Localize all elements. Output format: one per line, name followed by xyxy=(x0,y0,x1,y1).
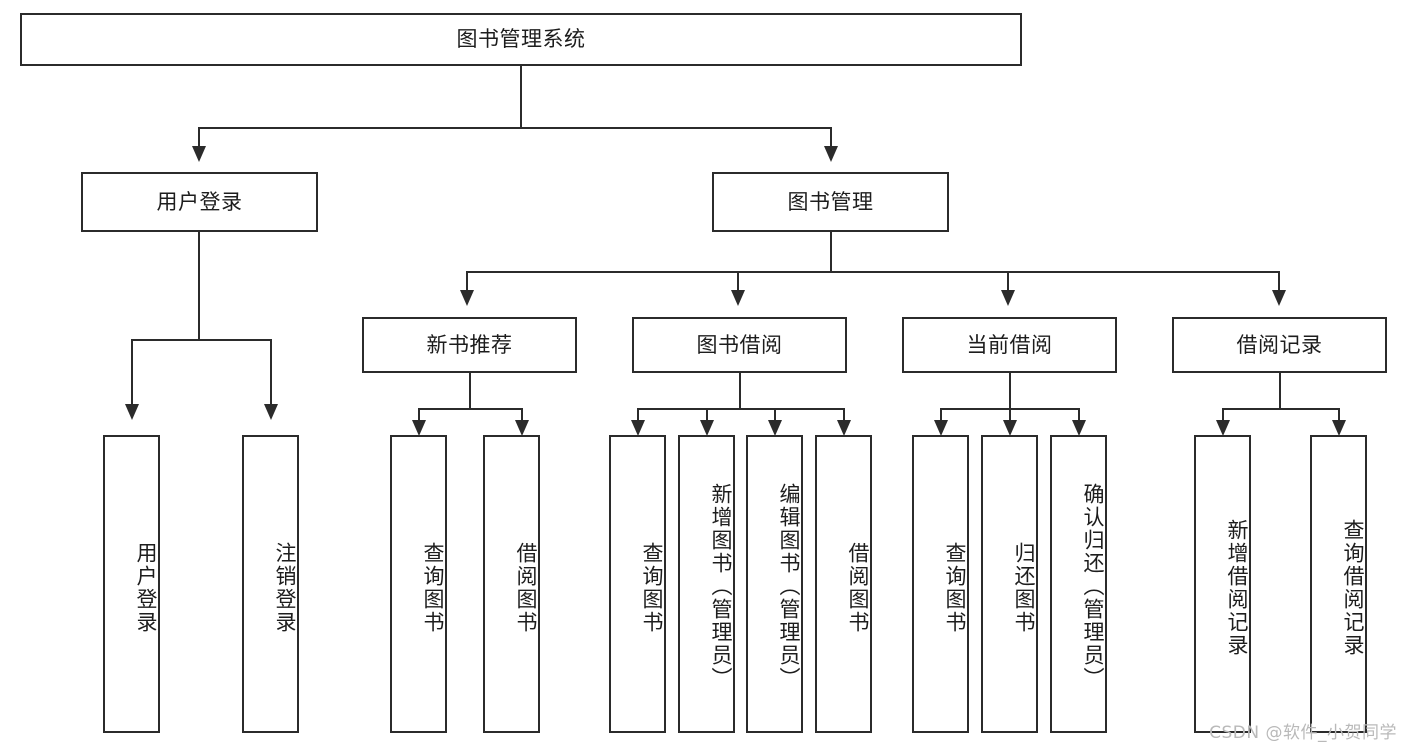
leaf-book-borrow-borrow-book[interactable]: 借阅图书 xyxy=(815,435,872,733)
connector-borrow-record-to-leaf-1 xyxy=(1338,408,1340,422)
node-label: 借阅图书 xyxy=(846,542,870,634)
leaf-book-borrow-query-book[interactable]: 查询图书 xyxy=(609,435,666,733)
node-label: 查询图书 xyxy=(421,542,445,634)
leaf-book-borrow-edit-book-admin[interactable]: 编辑图书（管理员） xyxy=(746,435,803,733)
node-label: 图书管理系统 xyxy=(456,27,586,52)
arrowhead-to-current-borrow xyxy=(1001,290,1015,306)
connector-root-stem xyxy=(520,66,522,128)
connector-to-borrow-record xyxy=(1278,271,1280,293)
node-label: 图书借阅 xyxy=(696,332,783,357)
connector-new-book-to-leaf-1 xyxy=(521,408,523,422)
node-label: 借阅图书 xyxy=(514,542,538,634)
connector-current-borrow-to-leaf-2 xyxy=(1078,408,1080,422)
arrowhead-root-to-user-login xyxy=(192,146,206,162)
leaf-user-login-logout[interactable]: 注销登录 xyxy=(242,435,299,733)
connector-root-to-book-management xyxy=(830,127,832,149)
node-label: 确认归还（管理员） xyxy=(1081,482,1105,690)
arrowhead-book-borrow-to-leaf-0 xyxy=(631,420,645,436)
connector-to-new-book xyxy=(466,271,468,293)
node-label: 查询图书 xyxy=(943,542,967,634)
arrowhead-to-borrow-record xyxy=(1272,290,1286,306)
connector-borrow-record-bus xyxy=(1222,408,1338,410)
node-label: 查询图书 xyxy=(640,542,664,634)
node-label: 查询借阅记录 xyxy=(1341,519,1365,657)
leaf-current-borrow-confirm-return-admin[interactable]: 确认归还（管理员） xyxy=(1050,435,1107,733)
arrowhead-book-borrow-to-leaf-1 xyxy=(700,420,714,436)
node-label: 新书推荐 xyxy=(426,332,513,357)
node-label: 当前借阅 xyxy=(966,332,1053,357)
connector-to-current-borrow xyxy=(1007,271,1009,293)
leaf-user-login-login[interactable]: 用户登录 xyxy=(103,435,160,733)
connector-level3-bus xyxy=(466,271,1280,273)
leaf-borrow-record-add-record[interactable]: 新增借阅记录 xyxy=(1194,435,1251,733)
connector-user-login-bus xyxy=(131,339,270,341)
connector-book-borrow-to-leaf-2 xyxy=(774,408,776,422)
arrowhead-to-new-book xyxy=(460,290,474,306)
arrowhead-book-borrow-to-leaf-2 xyxy=(768,420,782,436)
connector-book-borrow-bus xyxy=(637,408,843,410)
connector-user-login-to-leaf-1 xyxy=(270,339,272,406)
connector-book-borrow-to-leaf-0 xyxy=(637,408,639,422)
watermark-text: CSDN @软件_小贺同学 xyxy=(1209,723,1397,743)
leaf-current-borrow-return-book[interactable]: 归还图书 xyxy=(981,435,1038,733)
arrowhead-new-book-to-leaf-1 xyxy=(515,420,529,436)
connector-new-book-stem xyxy=(469,373,471,409)
node-label: 用户登录 xyxy=(134,542,158,634)
arrowhead-user-login-to-leaf-1 xyxy=(264,404,278,420)
connector-root-bus xyxy=(198,127,832,129)
leaf-borrow-record-query-record[interactable]: 查询借阅记录 xyxy=(1310,435,1367,733)
connector-book-borrow-stem xyxy=(739,373,741,409)
node-root-book-management-system[interactable]: 图书管理系统 xyxy=(20,13,1022,66)
connector-root-to-user-login xyxy=(198,127,200,149)
connector-book-borrow-to-leaf-3 xyxy=(843,408,845,422)
connector-borrow-record-stem xyxy=(1279,373,1281,409)
connector-user-login-stem xyxy=(198,232,200,340)
node-new-book-recommend[interactable]: 新书推荐 xyxy=(362,317,577,373)
connector-new-book-bus xyxy=(418,408,521,410)
arrowhead-to-book-borrow xyxy=(731,290,745,306)
arrowhead-new-book-to-leaf-0 xyxy=(412,420,426,436)
leaf-current-borrow-query-book[interactable]: 查询图书 xyxy=(912,435,969,733)
node-borrow-record[interactable]: 借阅记录 xyxy=(1172,317,1387,373)
node-label: 新增借阅记录 xyxy=(1225,519,1249,657)
node-label: 借阅记录 xyxy=(1236,332,1323,357)
arrowhead-book-borrow-to-leaf-3 xyxy=(837,420,851,436)
connector-current-borrow-stem xyxy=(1009,373,1011,409)
node-label: 编辑图书（管理员） xyxy=(777,482,801,690)
node-label: 注销登录 xyxy=(273,542,297,634)
connector-current-borrow-to-leaf-0 xyxy=(940,408,942,422)
arrowhead-current-borrow-to-leaf-1 xyxy=(1003,420,1017,436)
connector-new-book-to-leaf-0 xyxy=(418,408,420,422)
leaf-book-borrow-add-book-admin[interactable]: 新增图书（管理员） xyxy=(678,435,735,733)
node-current-borrow[interactable]: 当前借阅 xyxy=(902,317,1117,373)
node-label: 归还图书 xyxy=(1012,542,1036,634)
leaf-new-book-borrow-book[interactable]: 借阅图书 xyxy=(483,435,540,733)
node-label: 新增图书（管理员） xyxy=(709,482,733,690)
arrowhead-user-login-to-leaf-0 xyxy=(125,404,139,420)
arrowhead-current-borrow-to-leaf-0 xyxy=(934,420,948,436)
node-label: 图书管理 xyxy=(787,189,874,214)
node-book-management[interactable]: 图书管理 xyxy=(712,172,949,232)
node-book-borrow[interactable]: 图书借阅 xyxy=(632,317,847,373)
connector-borrow-record-to-leaf-0 xyxy=(1222,408,1224,422)
arrowhead-borrow-record-to-leaf-0 xyxy=(1216,420,1230,436)
node-user-login[interactable]: 用户登录 xyxy=(81,172,318,232)
connector-current-borrow-to-leaf-1 xyxy=(1009,408,1011,422)
connector-to-book-borrow xyxy=(737,271,739,293)
connector-book-management-stem xyxy=(830,232,832,272)
node-label: 用户登录 xyxy=(156,189,243,214)
arrowhead-root-to-book-management xyxy=(824,146,838,162)
connector-user-login-to-leaf-0 xyxy=(131,339,133,406)
leaf-new-book-query-book[interactable]: 查询图书 xyxy=(390,435,447,733)
arrowhead-borrow-record-to-leaf-1 xyxy=(1332,420,1346,436)
connector-book-borrow-to-leaf-1 xyxy=(706,408,708,422)
arrowhead-current-borrow-to-leaf-2 xyxy=(1072,420,1086,436)
